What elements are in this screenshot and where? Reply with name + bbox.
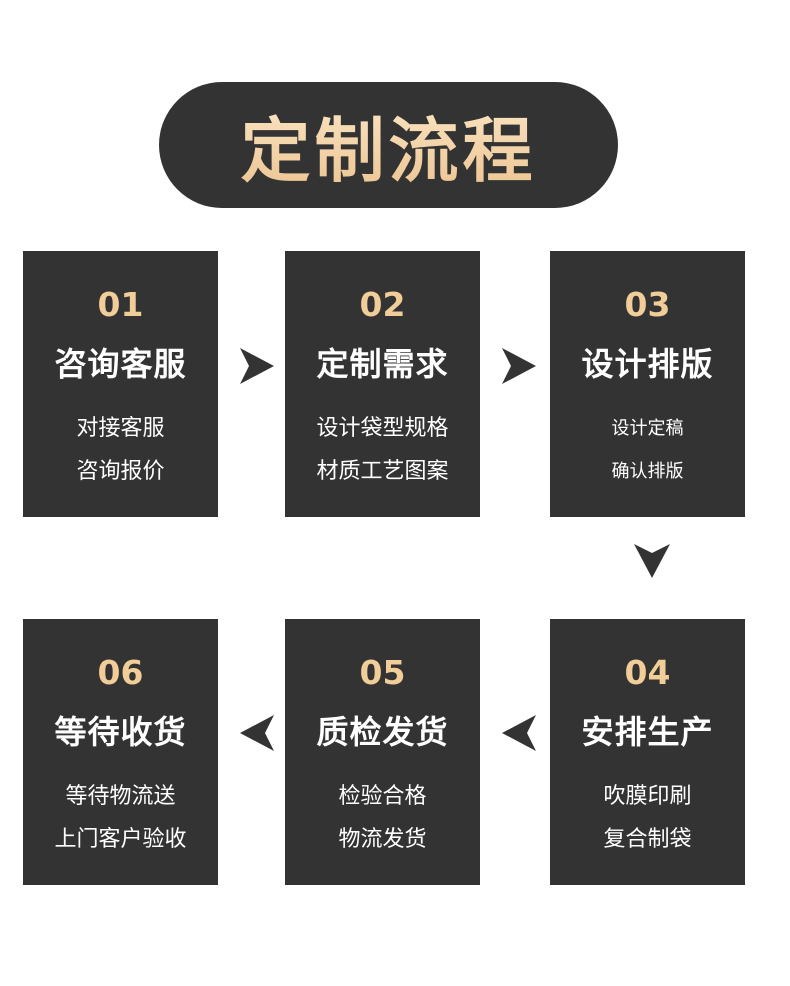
step-number: 04 [624, 653, 671, 692]
step-heading: 设计排版 [581, 345, 714, 383]
step-heading: 安排生产 [581, 713, 714, 751]
step-detail-line2: 确认排版 [611, 461, 684, 482]
step-detail-line1: 吹膜印刷 [603, 784, 692, 809]
step-number: 02 [359, 285, 406, 324]
step-card-04: 04 安排生产 吹膜印刷 复合制袋 [550, 619, 745, 885]
page-title: 定制流程 [241, 95, 537, 196]
step-detail-line1: 设计袋型规格 [316, 416, 449, 441]
step-detail-line1: 检验合格 [338, 784, 427, 809]
step-number: 05 [359, 653, 406, 692]
step-card-06: 06 等待收货 等待物流送 上门客户验收 [23, 619, 218, 885]
step-detail-line2: 咨询报价 [76, 459, 165, 484]
step-card-01: 01 咨询客服 对接客服 咨询报价 [23, 251, 218, 517]
step-card-03: 03 设计排版 设计定稿 确认排版 [550, 251, 745, 517]
step-detail-line2: 复合制袋 [603, 827, 692, 852]
step-card-02: 02 定制需求 设计袋型规格 材质工艺图案 [285, 251, 480, 517]
arrow-left-icon [240, 715, 274, 751]
step-number: 06 [97, 653, 144, 692]
step-number: 03 [624, 285, 671, 324]
arrow-right-icon [502, 348, 536, 384]
step-heading: 定制需求 [316, 345, 449, 383]
arrow-left-icon [502, 715, 536, 751]
arrow-down-icon [634, 544, 670, 578]
step-number: 01 [97, 285, 144, 324]
step-detail-line1: 设计定稿 [611, 418, 684, 439]
step-heading: 等待收货 [54, 713, 187, 751]
step-heading: 咨询客服 [54, 345, 187, 383]
step-detail-line1: 等待物流送 [65, 784, 176, 809]
step-card-05: 05 质检发货 检验合格 物流发货 [285, 619, 480, 885]
step-detail-line2: 上门客户验收 [54, 827, 187, 852]
step-detail-line2: 材质工艺图案 [316, 459, 449, 484]
step-heading: 质检发货 [316, 713, 449, 751]
step-detail-line1: 对接客服 [76, 416, 165, 441]
step-detail-line2: 物流发货 [338, 827, 427, 852]
arrow-right-icon [240, 348, 274, 384]
title-banner: 定制流程 [159, 82, 618, 208]
